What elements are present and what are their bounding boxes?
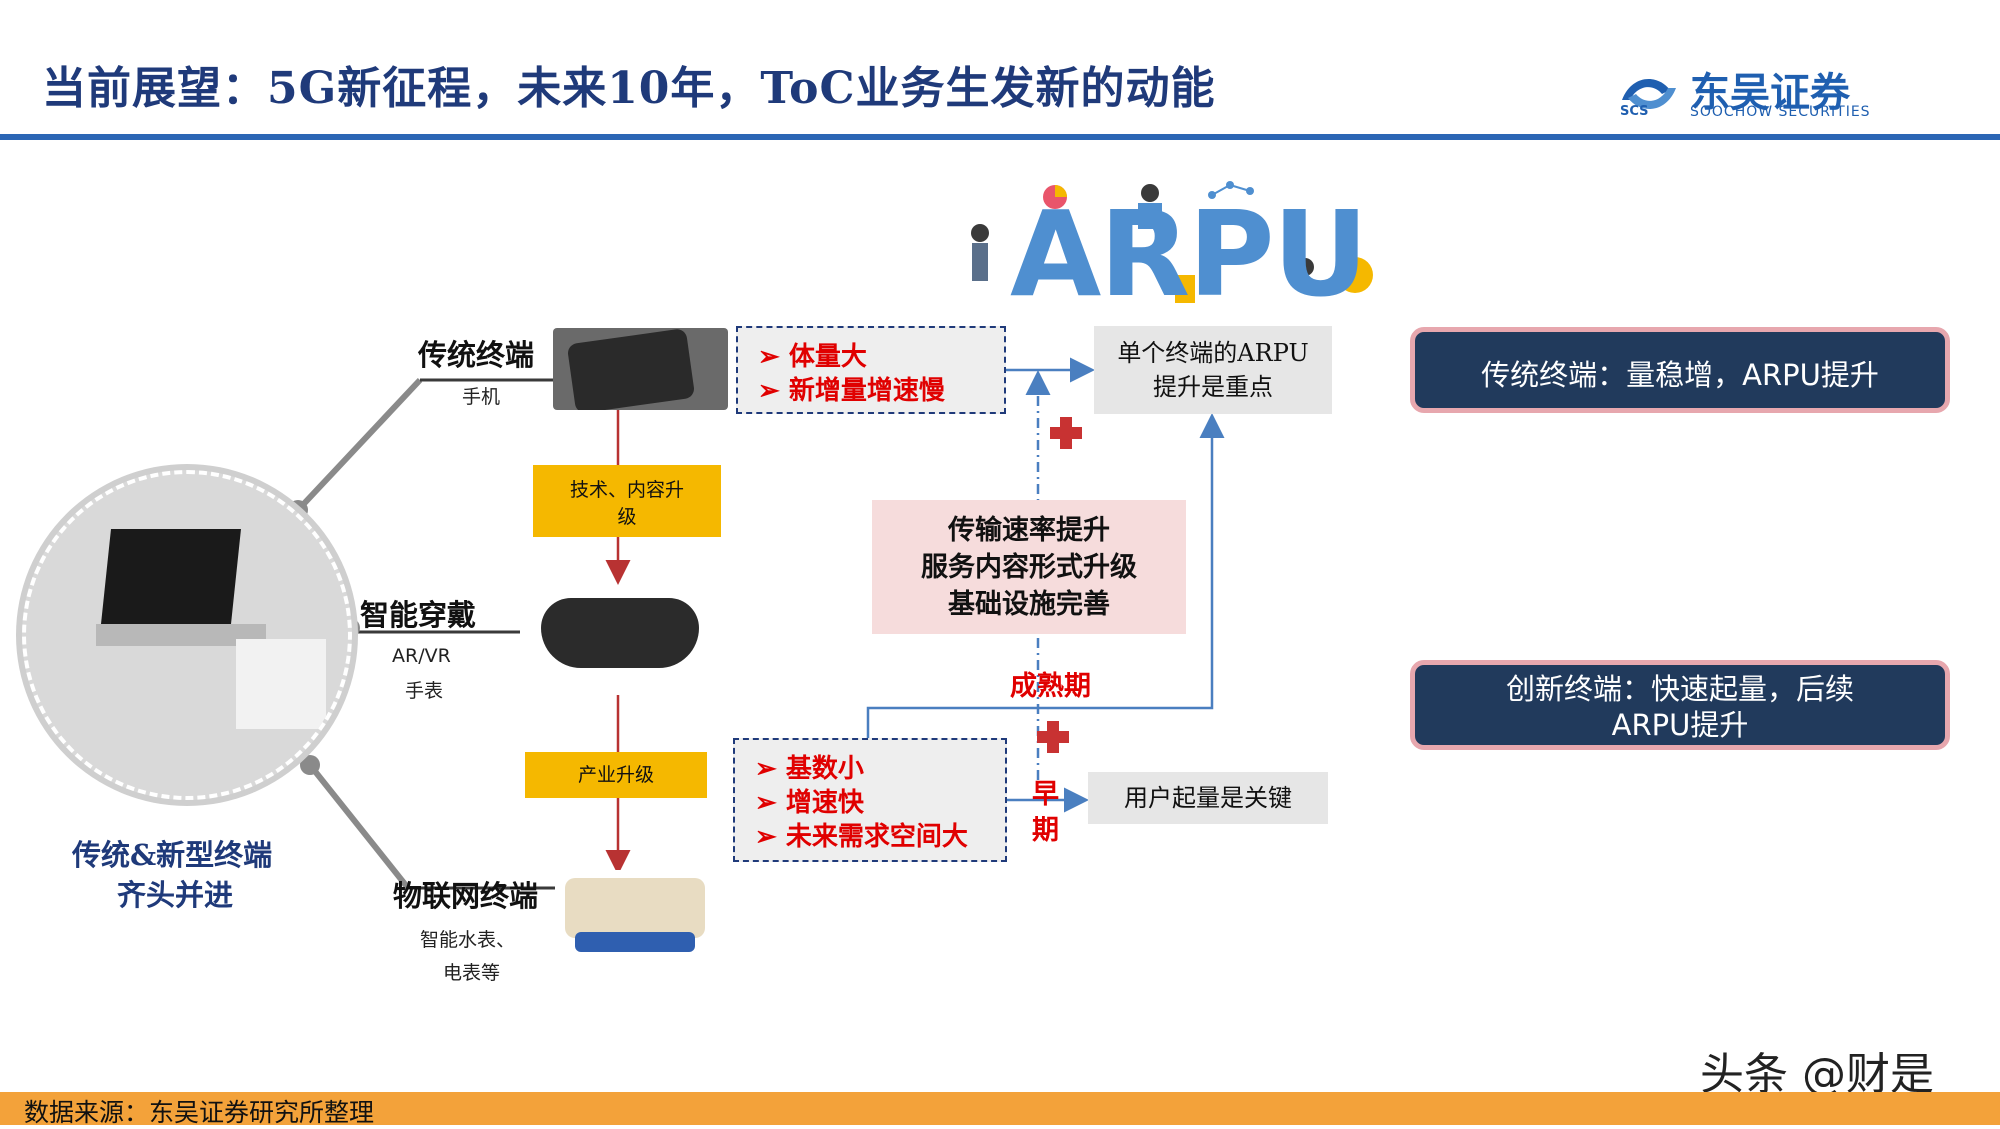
category-traditional-title: 传统终端 [418, 338, 535, 372]
arpu-graphic-text: ARPU [1010, 185, 1368, 323]
trait-text: 增速快 [785, 788, 864, 818]
category-traditional-sub: 手机 [462, 386, 501, 408]
phase-early-label-1: 早 [1032, 779, 1059, 810]
laptop-screen [101, 529, 241, 624]
trait-text: 基数小 [785, 754, 864, 784]
trait-item: ➢ 基数小 [755, 748, 864, 785]
card-innovative-line2: ARPU提升 [1611, 708, 1749, 742]
innovative-traits-box: ➢ 基数小 ➢ 增速快 ➢ 未来需求空间大 [733, 738, 1007, 862]
title-divider [0, 134, 2000, 140]
headset-visor [541, 598, 699, 668]
meter-body [565, 878, 705, 938]
trait-item: ➢ 增速快 [755, 782, 864, 819]
bullet-marker: ➢ [758, 376, 780, 406]
driver-line: 基础设施完善 [948, 589, 1110, 620]
trait-item: ➢ 新增量增速慢 [758, 370, 945, 407]
step-upgrade-tech-line1: 技术、内容升 [569, 479, 684, 501]
step-industry-upgrade: 产业升级 [525, 752, 707, 798]
category-iot-sub2: 电表等 [443, 962, 501, 984]
result-arpu-line1: 单个终端的ARPU [1117, 339, 1309, 367]
bullet-marker: ➢ [758, 342, 780, 372]
bullet-marker: ➢ [755, 754, 777, 784]
category-iot-title: 物联网终端 [393, 879, 539, 913]
step-upgrade-tech-content: 技术、内容升 级 [533, 465, 721, 537]
category-wearable-sub2: 手表 [405, 680, 444, 702]
drivers-box: 传输速率提升 服务内容形式升级 基础设施完善 [872, 500, 1186, 634]
phone-photo [553, 328, 728, 410]
phone-body [566, 328, 696, 410]
company-logo-icon [1622, 79, 1676, 109]
trait-text: 新增量增速慢 [788, 376, 945, 406]
bullet-marker: ➢ [755, 822, 777, 852]
category-iot-sub1: 智能水表、 [420, 929, 516, 951]
category-wearable-title: 智能穿戴 [360, 598, 477, 632]
hub-label-line1: 传统&新型终端 [72, 838, 273, 872]
trait-item: ➢ 体量大 [758, 336, 867, 373]
result-user-box: 用户起量是关键 [1088, 772, 1328, 824]
trait-text: 未来需求空间大 [785, 822, 968, 852]
arpu-illustration [971, 181, 1373, 303]
logo-abbr: SCS [1620, 104, 1649, 119]
vr-headset-photo [535, 588, 705, 688]
page-title: 当前展望：5G新征程，未来10年，ToC业务生发新的动能 [42, 63, 1216, 114]
hub-photo [22, 470, 352, 800]
trait-item: ➢ 未来需求空间大 [755, 816, 968, 853]
watermark: 头条 @财是 [1700, 1049, 1934, 1100]
traditional-traits-box: ➢ 体量大 ➢ 新增量增速慢 [736, 326, 1006, 414]
phase-early-label-2: 期 [1032, 815, 1059, 846]
footer-source: 数据来源：东吴证券研究所整理 [24, 1098, 375, 1127]
step-industry-upgrade-label: 产业升级 [577, 764, 654, 786]
water-meter-photo [555, 870, 715, 956]
result-arpu-box: 单个终端的ARPU 提升是重点 [1094, 326, 1332, 414]
footer-bar [0, 1092, 2000, 1125]
meter-base [575, 932, 695, 952]
card-traditional: 传统终端：量稳增，ARPU提升 [1410, 327, 1950, 413]
category-wearable-sub1: AR/VR [392, 645, 451, 667]
paper-sheet [236, 639, 326, 729]
bullet-marker: ➢ [755, 788, 777, 818]
card-traditional-text: 传统终端：量稳增，ARPU提升 [1481, 358, 1879, 392]
laptop-base [96, 624, 266, 646]
driver-line: 传输速率提升 [948, 515, 1110, 546]
phase-mature-label: 成熟期 [1010, 671, 1091, 702]
card-innovative: 创新终端：快速起量，后续 ARPU提升 [1410, 660, 1950, 750]
driver-line: 服务内容形式升级 [921, 552, 1137, 583]
result-arpu-line2: 提升是重点 [1153, 373, 1273, 401]
step-upgrade-tech-line2: 级 [617, 506, 637, 528]
result-user-text: 用户起量是关键 [1124, 784, 1292, 812]
trait-text: 体量大 [788, 342, 867, 372]
card-innovative-line1: 创新终端：快速起量，后续 [1505, 672, 1854, 706]
hub-label-line2: 齐头并进 [117, 878, 234, 912]
logo-text-en: SOOCHOW SECURITIES [1690, 104, 1871, 120]
logo-text-cn: 东吴证券 [1690, 70, 1850, 116]
